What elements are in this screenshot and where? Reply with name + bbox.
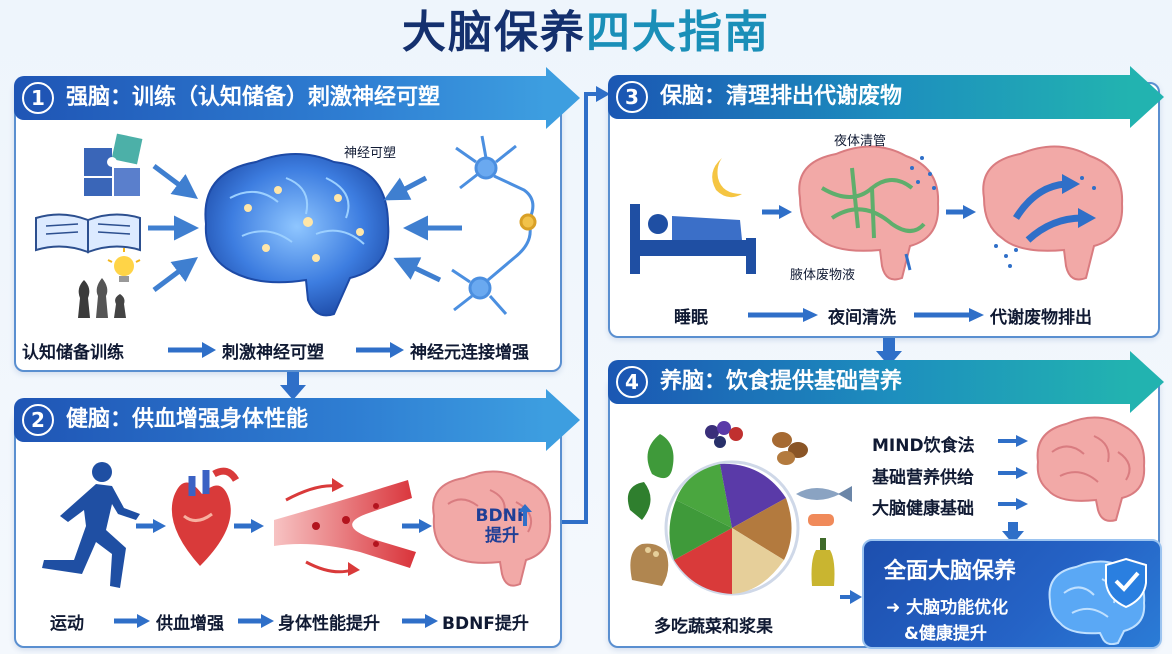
clearing-brain-icon (982, 145, 1124, 281)
section-2-illustration (42, 462, 552, 588)
nuts-icon (772, 432, 808, 465)
moon-icon (712, 158, 742, 198)
section-3-label-bottom: 腋体废物液 (790, 268, 856, 283)
section-4-food-label: 多吃蔬菜和浆果 (654, 617, 773, 637)
section-1-brain-label: 神经可塑 (344, 146, 397, 161)
down-arrow-icon (1002, 522, 1024, 544)
neural-brain-icon (204, 153, 390, 317)
arrow-icon (998, 467, 1028, 479)
section-2-flow-step-1: 运动 (50, 614, 84, 634)
section-4-bullet-2: 基础营养供给 (872, 468, 974, 488)
bed-icon (630, 204, 756, 274)
title-part1: 大脑保养 (402, 7, 586, 58)
heart-icon (171, 467, 240, 566)
glymphatic-brain-icon (798, 145, 940, 281)
nourished-brain-icon (1036, 416, 1146, 522)
section-3-number: 3 (616, 81, 648, 113)
arrow-icon (840, 590, 862, 604)
down-arrow-icon (876, 338, 902, 366)
section-4-banner: 4 养脑：饮食提供基础营养 (608, 351, 1164, 413)
berries-icon (705, 421, 743, 448)
section-4-number: 4 (616, 366, 648, 398)
section-3-label-top: 夜体清管 (834, 134, 887, 149)
section-3-flow-step-3: 代谢废物排出 (990, 308, 1092, 328)
shielded-brain-icon (1048, 557, 1147, 645)
summary-box: 全面大脑保养 ➜ 大脑功能优化 &健康提升 (862, 539, 1162, 649)
section-1-number: 1 (22, 82, 54, 114)
section-1-flow-step-3: 神经元连接增强 (410, 343, 529, 363)
section-2-banner: 2 健脑：供血增强身体性能 (14, 389, 580, 451)
leafy-greens-icon (647, 434, 674, 479)
pink-brain-icon (432, 470, 552, 587)
section-4-illustration (627, 421, 852, 596)
blood-vessel-icon (274, 478, 416, 576)
section-1-flow-step-2: 刺激神经可塑 (222, 343, 324, 363)
arrow-icon (238, 614, 274, 628)
up-arrow-icon (518, 504, 532, 526)
summary-line-1: ➜ 大脑功能优化 (886, 598, 1009, 618)
arrow-icon (168, 342, 216, 358)
section-1-title: 强脑：训练（认知储备）刺激神经可塑 (66, 85, 441, 110)
section-1-illustration (35, 133, 537, 318)
food-plate-icon (664, 460, 800, 596)
book-icon (35, 213, 141, 254)
section-2-flow-step-3: 身体性能提升 (278, 614, 380, 634)
fish-icon (796, 486, 852, 526)
bdnf-label-line1: BDNF (475, 506, 529, 526)
arrow-icon (998, 435, 1028, 447)
olive-oil-icon (811, 538, 835, 586)
section-3-title: 保脑：清理排出代谢废物 (660, 84, 903, 109)
section-2-number: 2 (22, 404, 54, 436)
connector-arrow-icon (562, 86, 610, 524)
puzzle-icon (84, 133, 143, 196)
grain-sack-icon (630, 543, 669, 586)
runner-icon (42, 462, 140, 588)
page-title: 大脑保养四大指南 (0, 4, 1172, 62)
section-3-flow-step-1: 睡眠 (674, 308, 708, 328)
lightbulb-icon (107, 248, 141, 282)
section-1-banner: 1 强脑：训练（认知储备）刺激神经可塑 (14, 67, 580, 129)
arrow-icon (998, 498, 1028, 510)
arrow-icon (914, 308, 984, 322)
arrow-icon (748, 308, 818, 322)
section-3-flow-step-2: 夜间清洗 (828, 308, 896, 328)
section-1-flow-step-1: 认知储备训练 (22, 343, 124, 363)
section-4-bullet-3: 大脑健康基础 (872, 499, 974, 519)
section-3-illustration (630, 145, 1124, 281)
chess-pieces-icon (78, 278, 126, 318)
section-2-flow-step-4: BDNF提升 (442, 614, 529, 634)
arrow-icon (402, 614, 438, 628)
section-2-flow-step-2: 供血增强 (156, 614, 224, 634)
section-4-bullet-1: MIND饮食法 (872, 436, 975, 456)
arrow-icon (114, 614, 150, 628)
neuron-icon (451, 135, 537, 315)
summary-line-2: &健康提升 (904, 624, 987, 644)
bdnf-label-line2: 提升 (485, 526, 519, 546)
section-4-title: 养脑：饮食提供基础营养 (660, 369, 903, 394)
title-part2: 四大指南 (586, 7, 770, 58)
down-arrow-icon (280, 372, 306, 400)
section-3-banner: 3 保脑：清理排出代谢废物 (608, 66, 1164, 128)
section-2-title: 健脑：供血增强身体性能 (66, 407, 309, 432)
arrow-icon (356, 342, 404, 358)
bdnf-label: BDNF 提升 (462, 506, 542, 546)
summary-title: 全面大脑保养 (884, 559, 1017, 584)
